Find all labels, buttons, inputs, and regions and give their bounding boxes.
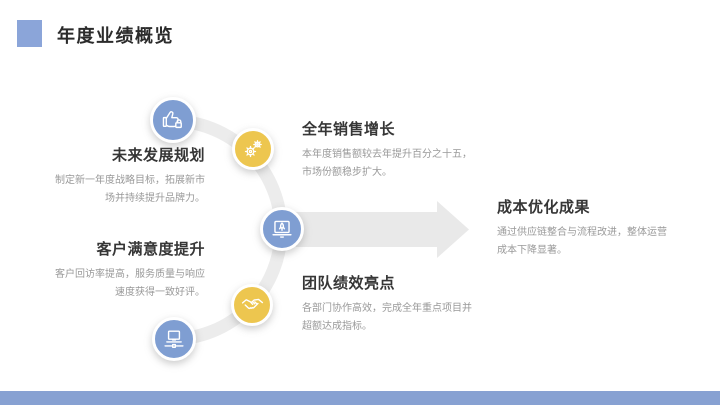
handshake-icon — [241, 298, 263, 309]
section-body: 制定新一年度战略目标，拓展新市场并持续提升品牌力。 — [55, 175, 205, 204]
section-body: 通过供应链整合与流程改进，整体运营成本下降显著。 — [497, 227, 667, 256]
section-body: 各部门协作高效，完成全年重点项目并超额达成指标。 — [302, 303, 472, 332]
section-title: 全年销售增长 — [302, 121, 396, 138]
node-handshake — [231, 284, 273, 326]
section-body: 客户回访率提高，服务质量与响应速度获得一致好评。 — [55, 269, 205, 298]
thumbs-up-icon — [162, 111, 182, 129]
page-title: 年度业绩概览 — [57, 26, 174, 46]
section-cost-optimization: 成本优化成果 通过供应链整合与流程改进，整体运营成本下降显著。 — [497, 198, 672, 260]
flow-arrow-right — [296, 201, 469, 258]
gears-icon — [244, 140, 262, 158]
rocket-launch-icon — [272, 220, 292, 238]
node-rocket — [260, 207, 304, 251]
node-gears — [232, 128, 274, 170]
section-team-performance: 团队绩效亮点 各部门协作高效，完成全年重点项目并超额达成指标。 — [302, 274, 477, 336]
title-accent-square — [17, 20, 42, 47]
footer-bar — [0, 391, 720, 405]
section-title: 团队绩效亮点 — [302, 275, 396, 292]
section-title: 客户满意度提升 — [96, 241, 205, 258]
node-laptop — [152, 317, 196, 361]
section-body: 本年度销售额较去年提升百分之十五，市场份额稳步扩大。 — [302, 149, 472, 178]
section-customer-satisfaction: 客户满意度提升 客户回访率提高，服务质量与响应速度获得一致好评。 — [50, 240, 205, 302]
section-title: 成本优化成果 — [497, 199, 591, 216]
section-future-planning: 未来发展规划 制定新一年度战略目标，拓展新市场并持续提升品牌力。 — [50, 146, 205, 208]
node-thumbs-up — [150, 97, 196, 143]
section-sales-growth: 全年销售增长 本年度销售额较去年提升百分之十五，市场份额稳步扩大。 — [302, 120, 477, 182]
laptop-network-icon — [164, 330, 184, 348]
section-title: 未来发展规划 — [111, 147, 205, 164]
